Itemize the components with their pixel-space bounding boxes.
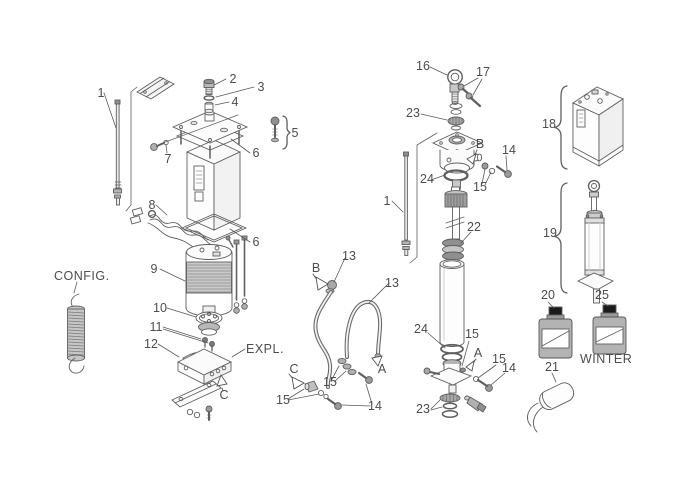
section-letter-b-head: B bbox=[476, 137, 484, 151]
part-label-15-foot-right: 15 bbox=[492, 352, 506, 366]
motor-coupling bbox=[195, 311, 223, 336]
seal-kit-22 bbox=[442, 238, 464, 261]
part-label-14-head: 14 bbox=[502, 143, 516, 157]
drain-plug bbox=[464, 395, 487, 413]
part-label-15-hose-mid: 15 bbox=[323, 375, 337, 389]
brace-bolt-5 bbox=[270, 115, 291, 150]
part-label-19: 19 bbox=[543, 226, 557, 240]
leader-lines bbox=[103, 66, 609, 411]
part-label-25: 25 bbox=[595, 288, 609, 302]
part-label-24-top: 24 bbox=[420, 172, 434, 186]
part-label-15-hose-left: 15 bbox=[276, 393, 290, 407]
part-label-20: 20 bbox=[541, 288, 555, 302]
foot-fitting-a bbox=[472, 375, 493, 392]
manifold-block bbox=[176, 348, 233, 385]
reservoir-tank bbox=[185, 139, 242, 231]
part-label-8: 8 bbox=[149, 198, 156, 212]
nut-stack-23-top bbox=[447, 102, 465, 131]
diagram-labels: 1 2 3 4 5 7 6 6 8 9 10 11 12 EXPL. C CON… bbox=[54, 59, 632, 416]
washer-stack-23-bottom bbox=[439, 393, 461, 418]
tie-rod-middle bbox=[401, 132, 438, 264]
part-label-1-middle: 1 bbox=[384, 194, 391, 208]
solenoid-21 bbox=[527, 382, 575, 433]
pump-unit-18 bbox=[553, 85, 624, 170]
part-label-11: 11 bbox=[150, 320, 163, 334]
part-label-5: 5 bbox=[292, 126, 299, 140]
part-label-22: 22 bbox=[467, 220, 481, 234]
part-label-14-foot: 14 bbox=[502, 361, 516, 375]
config-spring bbox=[67, 281, 85, 374]
cylinder-foot bbox=[423, 359, 473, 394]
section-letter-c-hose: C bbox=[289, 362, 298, 376]
motor-tie-bolts bbox=[233, 235, 248, 314]
part-label-23-top: 23 bbox=[406, 106, 420, 120]
tank-gasket-bottom bbox=[180, 213, 248, 248]
part-label-24-bottom: 24 bbox=[414, 322, 428, 336]
hose-b bbox=[304, 280, 342, 410]
part-label-14-hose: 14 bbox=[368, 399, 382, 413]
filler-fitting bbox=[204, 101, 214, 114]
section-letter-a-foot: A bbox=[474, 346, 483, 360]
part-label-18: 18 bbox=[542, 117, 556, 131]
part-label-7: 7 bbox=[165, 152, 172, 166]
section-arrows bbox=[216, 149, 478, 392]
tank-corner-posts bbox=[180, 129, 240, 159]
part-label-13-left: 13 bbox=[342, 249, 356, 263]
winter-label: WINTER bbox=[580, 352, 632, 366]
port-fitting-b bbox=[481, 162, 512, 178]
part-label-16: 16 bbox=[416, 59, 430, 73]
electric-motor bbox=[185, 244, 233, 317]
part-label-17: 17 bbox=[476, 65, 490, 79]
part-label-9: 9 bbox=[151, 262, 158, 276]
cylinder-tube bbox=[439, 259, 465, 347]
part-label-6-top: 6 bbox=[253, 146, 260, 160]
part-label-4: 4 bbox=[232, 95, 239, 109]
cylinder-unit-19 bbox=[553, 179, 615, 304]
part-label-2: 2 bbox=[230, 72, 237, 86]
oil-bottle-25-winter bbox=[592, 304, 627, 355]
expl-label: EXPL. bbox=[246, 342, 284, 356]
oil-bottle-20 bbox=[538, 306, 573, 359]
part-label-15-head: 15 bbox=[473, 180, 487, 194]
config-label: CONFIG. bbox=[54, 269, 110, 283]
hose-a bbox=[337, 299, 383, 384]
part-label-1-left: 1 bbox=[98, 86, 105, 100]
piston-rod bbox=[444, 186, 468, 247]
part-label-15-foot-left: 15 bbox=[465, 327, 479, 341]
cylinder-head bbox=[431, 131, 484, 174]
mounting-bracket bbox=[171, 380, 222, 421]
tie-rod-left bbox=[113, 86, 138, 212]
filler-washer bbox=[203, 95, 215, 101]
tank-top-plate bbox=[171, 110, 249, 144]
part-label-12: 12 bbox=[144, 337, 158, 351]
part-label-21: 21 bbox=[545, 360, 559, 374]
section-letter-a-hose: A bbox=[378, 362, 387, 376]
wire-harness bbox=[129, 207, 211, 251]
section-letter-c-manifold: C bbox=[219, 388, 228, 402]
eye-bolts-17 bbox=[457, 83, 482, 108]
channel-bracket bbox=[136, 76, 175, 100]
part-label-23-bottom: 23 bbox=[416, 402, 430, 416]
section-letter-b-hose: B bbox=[312, 261, 320, 275]
pump-screws-11 bbox=[202, 337, 215, 352]
part-label-6-bottom: 6 bbox=[253, 235, 260, 249]
part-label-3: 3 bbox=[258, 80, 265, 94]
part-label-13-right: 13 bbox=[385, 276, 399, 290]
plate-screw-7 bbox=[150, 114, 239, 151]
part-label-10: 10 bbox=[153, 301, 167, 315]
filler-plug bbox=[203, 78, 215, 95]
